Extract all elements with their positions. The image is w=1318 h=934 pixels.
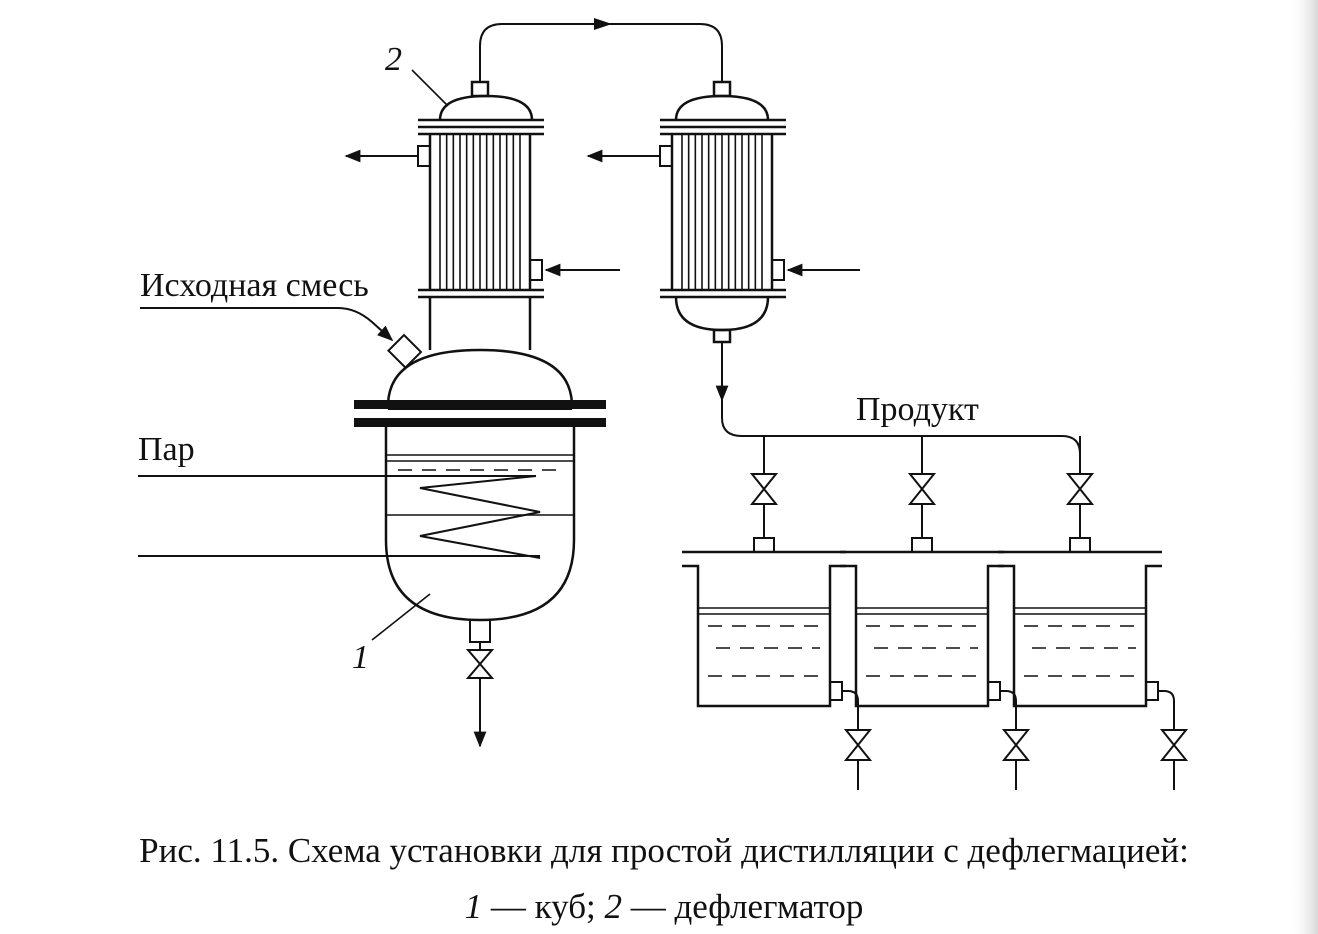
caption-line1: Рис. 11.5. Схема установки для простой д… (139, 831, 1189, 870)
receiver-drain-valve (1001, 729, 1031, 761)
dephlegmator-coolant-outlet (417, 145, 431, 167)
label-2-leader (411, 69, 449, 107)
receiver-drain-valve (843, 729, 873, 761)
label-steam: Пар (138, 431, 195, 468)
receiver-drain-valve (1159, 729, 1189, 761)
still-bottom-nozzle (469, 619, 491, 643)
label-product: Продукт (856, 391, 979, 428)
caption-text-2: — дефлегматор (622, 887, 863, 926)
vapour-line (479, 23, 723, 82)
vapour-flow-arrow (594, 18, 612, 30)
receiver-inlet-nozzle (753, 537, 775, 553)
dephlegmator-top-nozzle (470, 80, 490, 98)
caption-text-1: — куб; (482, 887, 604, 926)
product-line (715, 342, 1081, 455)
caption-num-2: 2 (605, 887, 623, 926)
receiver-drain-pipe (1158, 690, 1175, 730)
still: 1 (352, 333, 606, 748)
label-feed: Исходная смесь (140, 267, 369, 304)
receiver-tank (840, 564, 1004, 708)
dephlegmator: 2 (344, 41, 620, 350)
feed-nozzle (387, 333, 423, 369)
receiver-drain-nozzle (987, 681, 1001, 701)
receiver-tank (998, 564, 1162, 708)
still-drain-valve (465, 649, 495, 679)
condenser (586, 80, 860, 344)
receiver-3 (998, 436, 1189, 790)
receiver-tank (682, 564, 846, 708)
dephlegmator-coolant-inlet (529, 259, 543, 281)
label-1: 1 (352, 639, 369, 676)
dephlegmator-tube-bundle (439, 134, 521, 290)
condenser-coolant-inlet (771, 259, 785, 281)
receiver-inlet-nozzle (1069, 537, 1091, 553)
receiver-drain-nozzle (1145, 681, 1159, 701)
condenser-coolant-outlet (659, 145, 673, 167)
receiver-feed-valve (749, 473, 779, 505)
caption-line2: 1 — куб; 2 — дефлегматор (465, 887, 864, 926)
receiver-feed-valve (907, 473, 937, 505)
receiver-inlet-nozzle (911, 537, 933, 553)
label-2: 2 (385, 41, 402, 78)
receiver-feed-valve (1065, 473, 1095, 505)
receiver-2 (840, 436, 1031, 790)
caption-num-1: 1 (465, 887, 483, 926)
steam-coil (138, 475, 541, 559)
condenser-bottom-nozzle (712, 328, 732, 344)
condenser-top-nozzle (712, 80, 732, 98)
condenser-tube-bundle (681, 134, 763, 290)
feed-line (140, 307, 394, 342)
page-edge-shade (1288, 0, 1318, 934)
receiver-drain-nozzle (829, 681, 843, 701)
receiver-1 (682, 436, 873, 790)
receivers (682, 436, 1189, 790)
label-1-leader (371, 593, 431, 641)
